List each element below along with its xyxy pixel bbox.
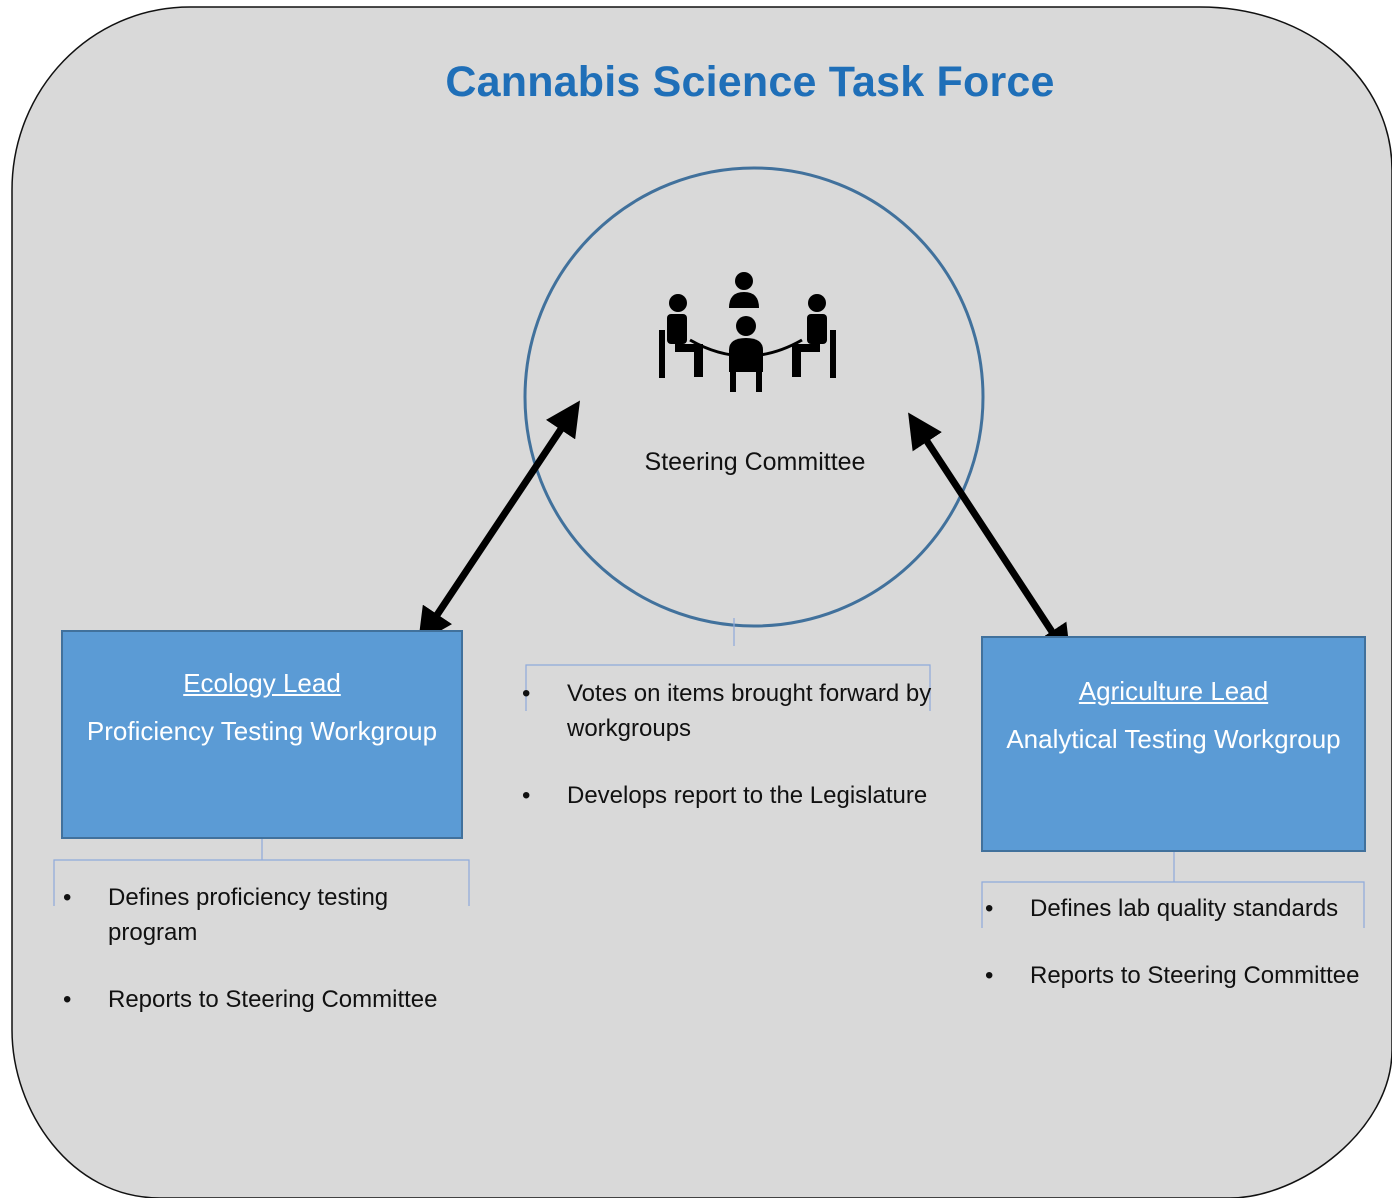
agriculture-lead-label: Agriculture Lead: [1078, 676, 1269, 706]
steering-bullet-list: • Votes on items brought forward by workg…: [517, 676, 937, 845]
bullet-icon: •: [985, 895, 994, 922]
list-item: • Reports to Steering Committee: [58, 982, 478, 1017]
bullet-text: Defines proficiency testing program: [108, 884, 389, 946]
ecology-lead-label: Ecology Lead: [183, 668, 341, 698]
steering-bracket: [525, 618, 931, 711]
bullet-icon: •: [63, 884, 72, 911]
bullet-icon: •: [985, 962, 994, 989]
bullet-icon: •: [522, 782, 531, 809]
arrow-agriculture-steering: [908, 412, 1071, 661]
meeting-table-icon: [659, 272, 836, 392]
agriculture-bracket: [981, 851, 1365, 928]
list-item: • Develops report to the Legislature: [517, 778, 937, 813]
steering-committee-circle: [523, 166, 985, 628]
bullet-icon: •: [522, 680, 531, 707]
proficiency-workgroup-label: Proficiency Testing Workgroup: [86, 716, 438, 746]
bullet-text: Votes on items brought forward by workgr…: [567, 680, 932, 742]
page-title: Cannabis Science Task Force: [445, 58, 1055, 106]
list-item: • Votes on items brought forward by workg…: [517, 676, 937, 746]
agriculture-bullet-list: • Defines lab quality standards • Reports …: [980, 891, 1392, 1025]
list-item: • Defines lab quality standards: [980, 891, 1392, 926]
list-item: • Defines proficiency testing program: [58, 880, 478, 950]
analytical-workgroup-label: Analytical Testing Workgroup: [1006, 724, 1341, 754]
bullet-text: Defines lab quality standards: [1030, 895, 1339, 922]
bullet-text: Reports to Steering Committee: [1030, 962, 1360, 989]
task-force-panel: [11, 6, 1392, 1198]
bullet-icon: •: [63, 986, 72, 1013]
steering-committee-label: Steering Committee: [644, 448, 866, 476]
agriculture-lead-box: Agriculture Lead Analytical Testing Work…: [981, 636, 1366, 852]
ecology-bracket: [53, 838, 470, 906]
list-item: • Reports to Steering Committee: [980, 958, 1392, 993]
bullet-text: Reports to Steering Committee: [108, 986, 438, 1013]
bullet-text: Develops report to the Legislature: [567, 782, 928, 809]
ecology-bullet-list: • Defines proficiency testing program • Re…: [58, 880, 478, 1049]
arrow-ecology-steering: [418, 400, 580, 644]
ecology-lead-box: Ecology Lead Proficiency Testing Workgro…: [61, 630, 463, 839]
